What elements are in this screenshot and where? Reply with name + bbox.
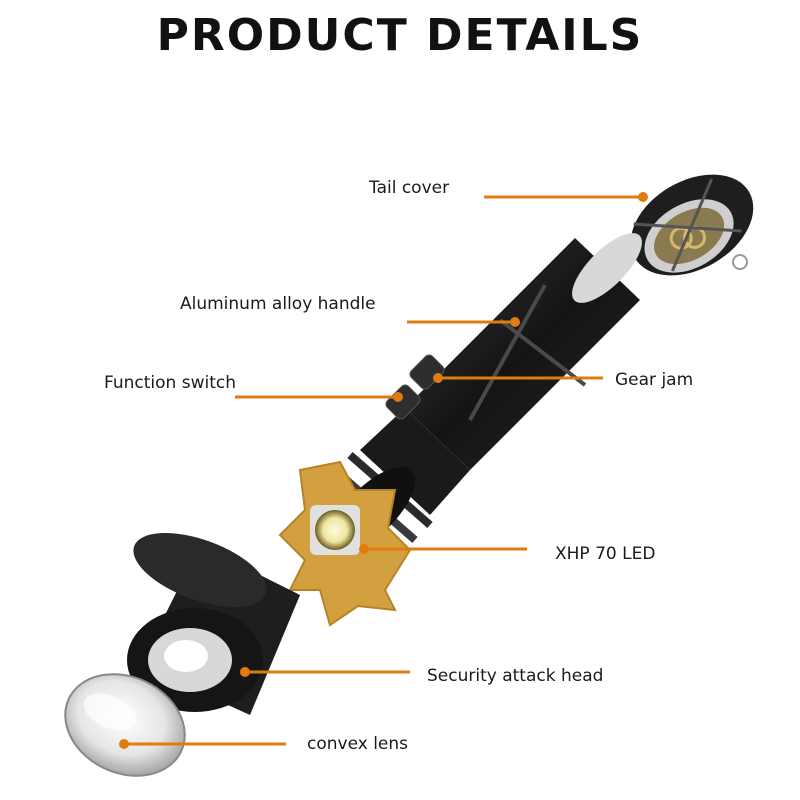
lens-part [64, 673, 186, 777]
label-function-switch: Function switch [104, 373, 236, 393]
lanyard-ring [732, 254, 748, 270]
leader-lines [119, 192, 648, 749]
head-part [127, 533, 300, 715]
label-handle: Aluminum alloy handle [180, 294, 376, 314]
handle-part [317, 233, 642, 560]
label-gear-jam: Gear jam [615, 370, 694, 390]
page-title: PRODUCT DETAILS [156, 10, 644, 61]
label-tail-cover: Tail cover [369, 178, 450, 198]
led-board-part [278, 460, 412, 627]
label-lens: convex lens [307, 734, 409, 754]
tail-cover-part [630, 174, 754, 276]
label-head: Security attack head [427, 666, 604, 686]
label-led: XHP 70 LED [555, 544, 656, 564]
